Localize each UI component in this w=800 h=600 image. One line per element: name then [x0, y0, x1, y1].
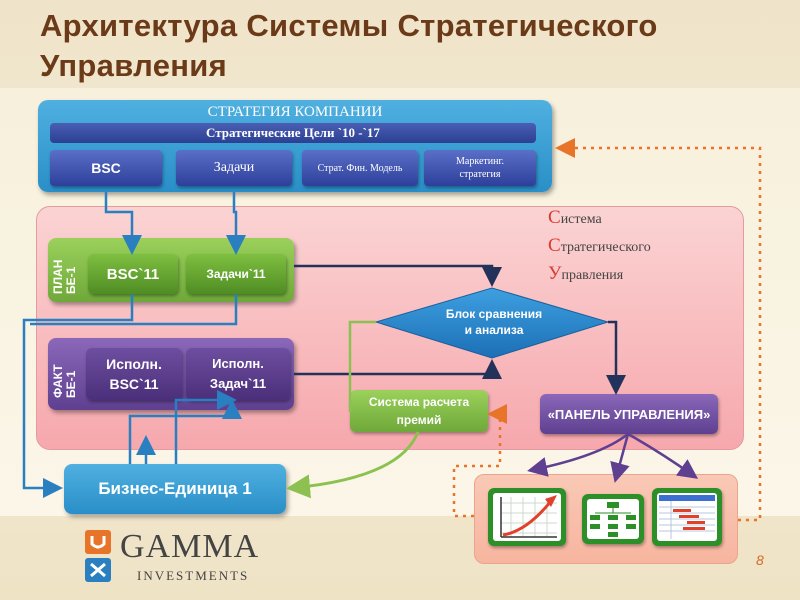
- page-number: 8: [756, 552, 764, 568]
- caption-cap-1: С: [548, 207, 561, 228]
- plan-tasks: Задачи`11: [186, 254, 286, 294]
- compare-block-line1: Блок сравнения: [446, 307, 542, 321]
- strategy-item-marketing: Маркетинг. стратегия: [424, 150, 536, 186]
- caption-rest-3: правления: [561, 268, 624, 283]
- strategy-item-bsc: BSC: [50, 150, 162, 186]
- bonus-system-box: Система расчета премий: [350, 390, 488, 432]
- org-chart-icon: [582, 494, 644, 544]
- dashboard-panel-box: «ПАНЕЛЬ УПРАВЛЕНИЯ»: [540, 394, 718, 434]
- page-title: Архитектура Системы Стратегического Упра…: [40, 8, 658, 83]
- fact-tasks: Исполн. Задач`11: [186, 348, 290, 400]
- system-caption: Система Стратегического Управления: [548, 205, 651, 289]
- caption-rest-1: истема: [560, 212, 602, 227]
- strategy-item-tasks: Задачи: [176, 150, 292, 186]
- gantt-chart-icon: [652, 488, 722, 546]
- caption-rest-2: тратегического: [560, 240, 651, 255]
- strategy-heading: СТРАТЕГИЯ КОМПАНИИ: [207, 104, 383, 120]
- logo-subtitle: INVESTMENTS: [137, 568, 250, 583]
- growth-chart-icon: [488, 488, 566, 546]
- business-unit-box: Бизнес-Единица 1: [64, 464, 286, 514]
- strategy-item-fin-model: Страт. Фин. Модель: [302, 150, 418, 186]
- caption-cap-3: У: [548, 263, 562, 284]
- compare-block-line2: и анализа: [465, 323, 524, 337]
- plan-bsc: BSC`11: [88, 254, 178, 294]
- logo-name: GAMMA: [120, 528, 260, 565]
- strategic-goals-bar: Стратегические Цели `10 -`17: [50, 123, 536, 143]
- caption-cap-2: С: [548, 235, 561, 256]
- fact-bsc: Исполн. BSC`11: [86, 348, 182, 400]
- gamma-logo-icon: [85, 530, 111, 582]
